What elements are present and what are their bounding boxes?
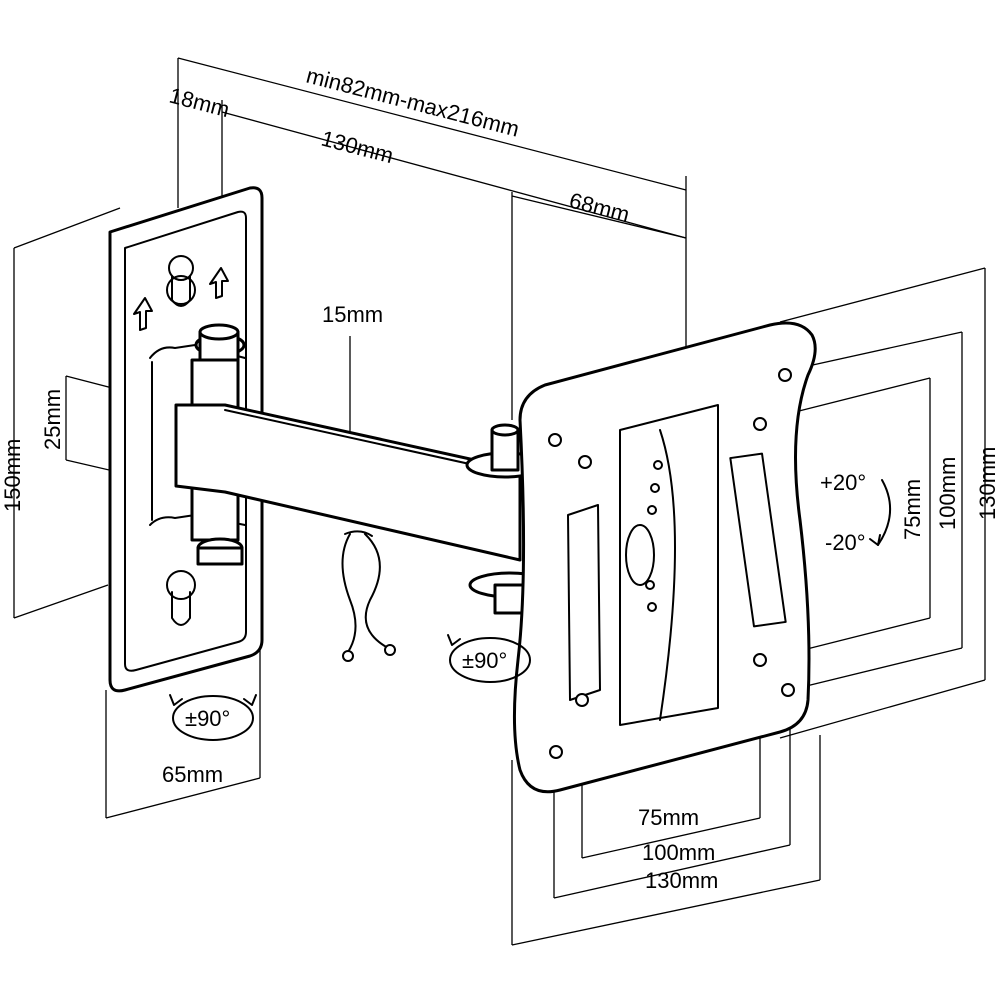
- label-vesa-h130: 130mm: [645, 868, 718, 893]
- arrow-up-icon: [133, 297, 153, 331]
- label-vesa-v130: 130mm: [975, 447, 1000, 520]
- swivel-head-callout: [447, 634, 531, 683]
- keyhole-top: [166, 255, 196, 307]
- label-depth-68: 68mm: [567, 188, 632, 228]
- label-vesa-v75: 75mm: [900, 479, 925, 540]
- label-vesa-h75: 75mm: [638, 805, 699, 830]
- head-pivot: [465, 423, 552, 615]
- label-arm-25: 25mm: [40, 389, 65, 450]
- arm: [174, 403, 522, 562]
- arrow-up-icon: [209, 267, 229, 299]
- label-plate-150: 150mm: [0, 439, 25, 512]
- label-vesa-v100: 100mm: [935, 457, 960, 530]
- tv-bracket-plate: [512, 321, 817, 794]
- cable-clip: [341, 530, 396, 662]
- label-tilt-up: +20°: [820, 470, 866, 495]
- keyhole-bottom: [166, 570, 196, 626]
- label-vesa-h100: 100mm: [642, 840, 715, 865]
- swivel-wall-callout: [169, 694, 257, 741]
- label-arm-130: 130mm: [319, 126, 396, 169]
- tilt-arrow: [869, 479, 892, 546]
- label-swivel-wall: ±90°: [185, 706, 230, 731]
- label-offset-18: 18mm: [167, 83, 232, 123]
- label-gap-15: 15mm: [322, 302, 383, 327]
- label-plate-65: 65mm: [162, 762, 223, 787]
- label-swivel-head: ±90°: [462, 648, 507, 673]
- label-tilt-down: -20°: [825, 530, 866, 555]
